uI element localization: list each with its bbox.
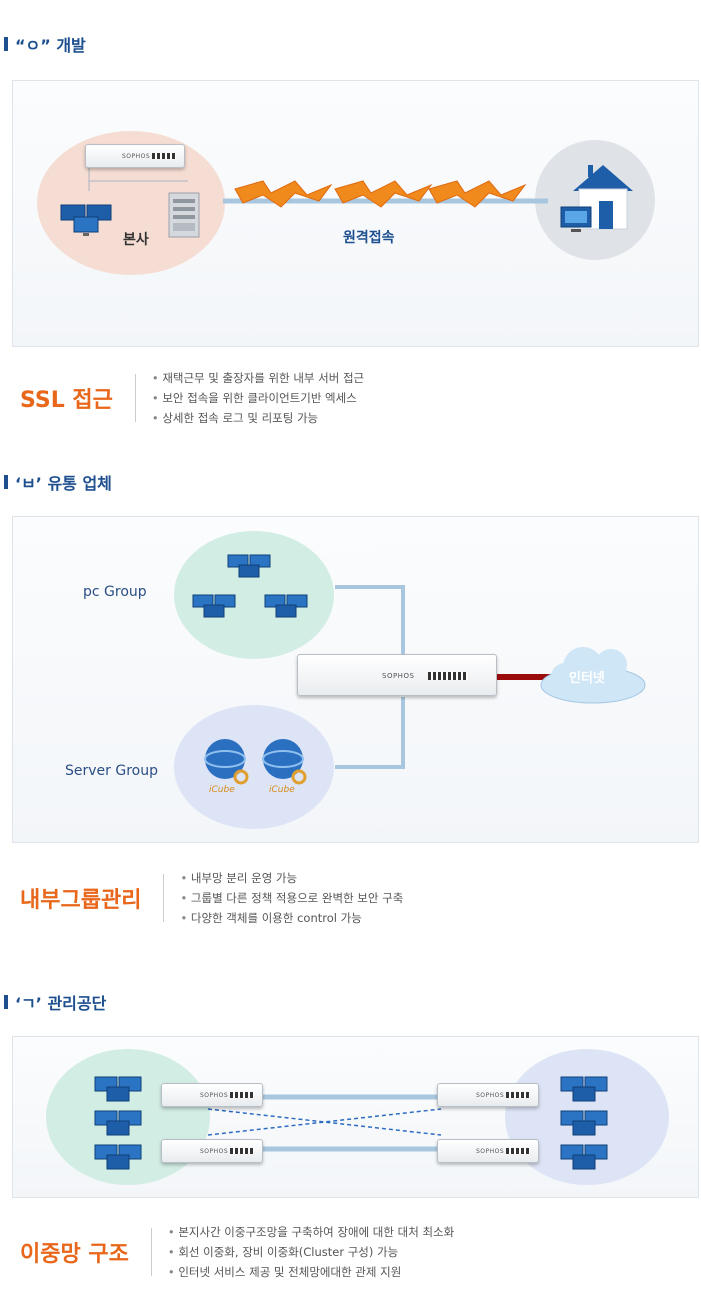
title-marker xyxy=(4,995,8,1009)
diagram-panel-internal-groups: SOPHOS pc Group Server Group 인터넷 iCube i… xyxy=(12,516,699,843)
device-brand-label: SOPHOS xyxy=(476,1092,505,1099)
list-item: 다양한 객체를 이용한 control 가능 xyxy=(180,908,403,928)
remote-access-diagram xyxy=(37,131,655,275)
list-item: 보안 접속을 위한 클라이언트기반 엑세스 xyxy=(152,388,364,408)
list-item: 회선 이중화, 장비 이중화(Cluster 구성) 가능 xyxy=(168,1242,454,1262)
section-title-text: “ㅇ” 개발 xyxy=(15,36,86,55)
pc-group-zone xyxy=(174,531,334,659)
laptop-icon xyxy=(560,206,592,232)
title-marker xyxy=(4,475,8,489)
list-item: 본지사간 이중구조망을 구축하여 장애에 대한 대처 최소화 xyxy=(168,1222,454,1242)
firewall-device: SOPHOS xyxy=(437,1139,539,1163)
hq-label: 본사 xyxy=(123,232,149,248)
server-group-zone xyxy=(174,705,334,829)
pc-link-line xyxy=(335,585,405,655)
server-globe-icon xyxy=(204,739,307,785)
pc-group-icon xyxy=(60,204,112,236)
server-link-line xyxy=(335,697,405,769)
device-ports xyxy=(428,672,468,680)
firewall-device: SOPHOS xyxy=(161,1083,263,1107)
device-ports xyxy=(230,1148,254,1154)
device-ports xyxy=(230,1092,254,1098)
feature-list: 내부망 분리 운영 가능 그룹별 다른 정책 적용으로 완벽한 보안 구축 다양… xyxy=(180,868,403,928)
device-ports xyxy=(152,153,176,159)
pc-group-icon xyxy=(192,554,308,618)
device-brand-label: SOPHOS xyxy=(200,1148,229,1155)
feature-title: SSL 접근 xyxy=(20,388,113,413)
firewall-device: SOPHOS xyxy=(161,1139,263,1163)
dual-network-diagram xyxy=(46,1049,669,1185)
server-icon xyxy=(168,192,200,238)
pc-group-label: pc Group xyxy=(83,584,147,600)
remote-access-label: 원격접속 xyxy=(343,230,395,246)
feature-list: 재택근무 및 출장자를 위한 내부 서버 접근 보안 접속을 위한 클라이언트기… xyxy=(152,368,364,428)
device-ports xyxy=(506,1148,530,1154)
feature-block-ssl: SSL 접근 재택근무 및 출장자를 위한 내부 서버 접근 보안 접속을 위한… xyxy=(20,368,364,428)
section-title-text: ‘ㅂ’ 유통 업체 xyxy=(15,474,112,493)
internal-groups-diagram xyxy=(174,531,646,829)
list-item: 내부망 분리 운영 가능 xyxy=(180,868,403,888)
feature-list: 본지사간 이중구조망을 구축하여 장애에 대한 대처 최소화 회선 이중화, 장… xyxy=(168,1222,454,1282)
pc-group-icon xyxy=(94,1076,142,1170)
server-caption: iCube xyxy=(269,785,295,795)
internet-label: 인터넷 xyxy=(569,671,605,686)
device-brand-label: SOPHOS xyxy=(476,1148,505,1155)
device-brand-label: SOPHOS xyxy=(122,153,151,160)
device-ports xyxy=(506,1092,530,1098)
divider xyxy=(163,874,165,922)
internet-cloud-icon xyxy=(540,647,646,704)
list-item: 그룹별 다른 정책 적용으로 완벽한 보안 구축 xyxy=(180,888,403,908)
divider xyxy=(150,1228,152,1276)
pc-group-icon xyxy=(560,1076,608,1170)
feature-block-dual: 이중망 구조 본지사간 이중구조망을 구축하여 장애에 대한 대처 최소화 회선… xyxy=(20,1222,454,1282)
section-title-text: ‘ㄱ’ 관리공단 xyxy=(15,994,107,1013)
firewall-device: SOPHOS xyxy=(297,654,497,696)
diagram-panel-remote-access: SOPHOS 본사 원격접속 xyxy=(12,80,699,347)
server-group-label: Server Group xyxy=(65,763,158,779)
section-title-2: ‘ㅂ’ 유통 업체 xyxy=(4,470,112,494)
title-marker xyxy=(4,37,8,51)
firewall-device: SOPHOS xyxy=(437,1083,539,1107)
feature-title: 이중망 구조 xyxy=(20,1242,129,1267)
section-title-1: “ㅇ” 개발 xyxy=(4,32,86,56)
firewall-device: SOPHOS xyxy=(85,144,185,168)
list-item: 상세한 접속 로그 및 리포팅 가능 xyxy=(152,408,364,428)
lightning-icon xyxy=(234,180,527,208)
server-caption: iCube xyxy=(209,785,235,795)
list-item: 재택근무 및 출장자를 위한 내부 서버 접근 xyxy=(152,368,364,388)
diagram-panel-dual-network: SOPHOS SOPHOS SOPHOS SOPHOS xyxy=(12,1036,699,1198)
device-brand-label: SOPHOS xyxy=(200,1092,229,1099)
section-title-3: ‘ㄱ’ 관리공단 xyxy=(4,990,106,1014)
feature-title: 내부그룹관리 xyxy=(20,888,142,913)
divider xyxy=(134,374,136,422)
list-item: 인터넷 서비스 제공 및 전체망에대한 관제 지원 xyxy=(168,1262,454,1282)
device-brand-label: SOPHOS xyxy=(382,672,415,680)
feature-block-groups: 내부그룹관리 내부망 분리 운영 가능 그룹별 다른 정책 적용으로 완벽한 보… xyxy=(20,868,403,928)
